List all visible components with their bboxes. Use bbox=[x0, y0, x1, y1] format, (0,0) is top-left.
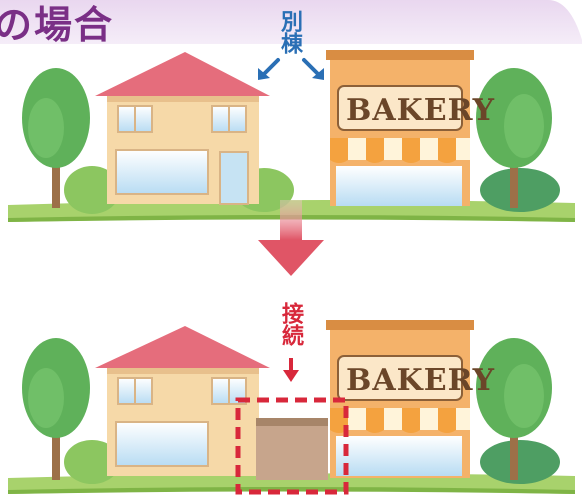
heading-banner bbox=[0, 0, 582, 44]
connected-label: 接続 bbox=[278, 302, 303, 346]
bush bbox=[64, 166, 120, 214]
bakery-sign-top: BAKERY bbox=[346, 93, 495, 128]
house-bottom bbox=[95, 326, 270, 476]
split-arrows bbox=[258, 58, 324, 80]
bakery-sign-bottom: BAKERY bbox=[346, 363, 495, 398]
connection-highlight-box bbox=[235, 397, 349, 495]
connecting-corridor bbox=[256, 418, 328, 480]
bottom-scene bbox=[8, 320, 575, 495]
bakery-bottom bbox=[326, 320, 474, 478]
top-scene bbox=[8, 50, 575, 222]
bakery-top bbox=[326, 50, 474, 206]
tree-right-bottom bbox=[476, 338, 560, 484]
tree-left-top bbox=[22, 68, 90, 208]
tree-left-bottom bbox=[22, 338, 90, 480]
heading: の場合 bbox=[0, 3, 115, 47]
connection-arrow bbox=[283, 358, 299, 382]
awning-bottom bbox=[330, 408, 470, 433]
separate-building-label: 別棟 bbox=[277, 10, 302, 54]
transition-arrow bbox=[258, 200, 324, 276]
bush bbox=[64, 440, 120, 484]
tree-right-top bbox=[476, 68, 560, 212]
awning-top bbox=[330, 138, 470, 163]
house-top bbox=[95, 52, 270, 205]
